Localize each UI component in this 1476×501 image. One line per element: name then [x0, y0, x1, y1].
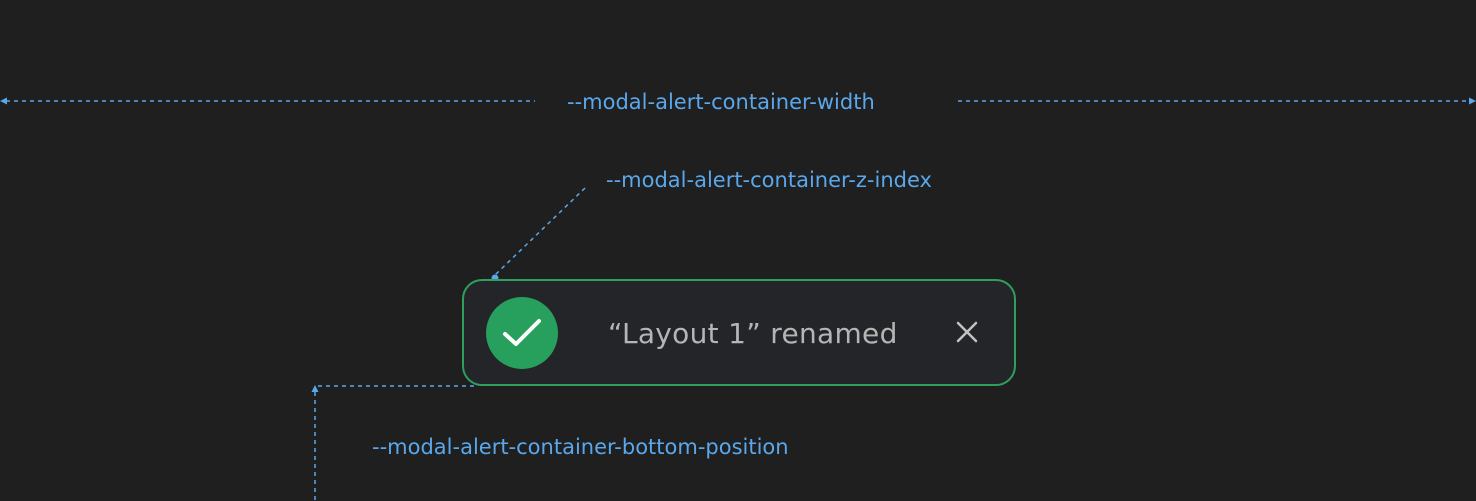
width-variable-label: --modal-alert-container-width: [567, 90, 875, 114]
checkmark-circle-icon: [486, 297, 558, 369]
width-arrowhead-right: [1469, 97, 1476, 105]
width-arrowhead-left: [0, 97, 7, 105]
toast-message: “Layout 1” renamed: [608, 317, 898, 350]
z-index-leader-line: [494, 187, 586, 276]
checkmark-icon: [503, 319, 541, 346]
success-toast: “Layout 1” renamed: [462, 279, 1016, 386]
bottom-position-line: [314, 385, 478, 501]
bottom-position-variable-label: --modal-alert-container-bottom-position: [372, 435, 789, 459]
z-index-variable-label: --modal-alert-container-z-index: [606, 168, 932, 192]
close-icon: [956, 321, 978, 343]
close-button[interactable]: [954, 319, 980, 345]
bottom-arrowhead-up: [311, 385, 319, 392]
